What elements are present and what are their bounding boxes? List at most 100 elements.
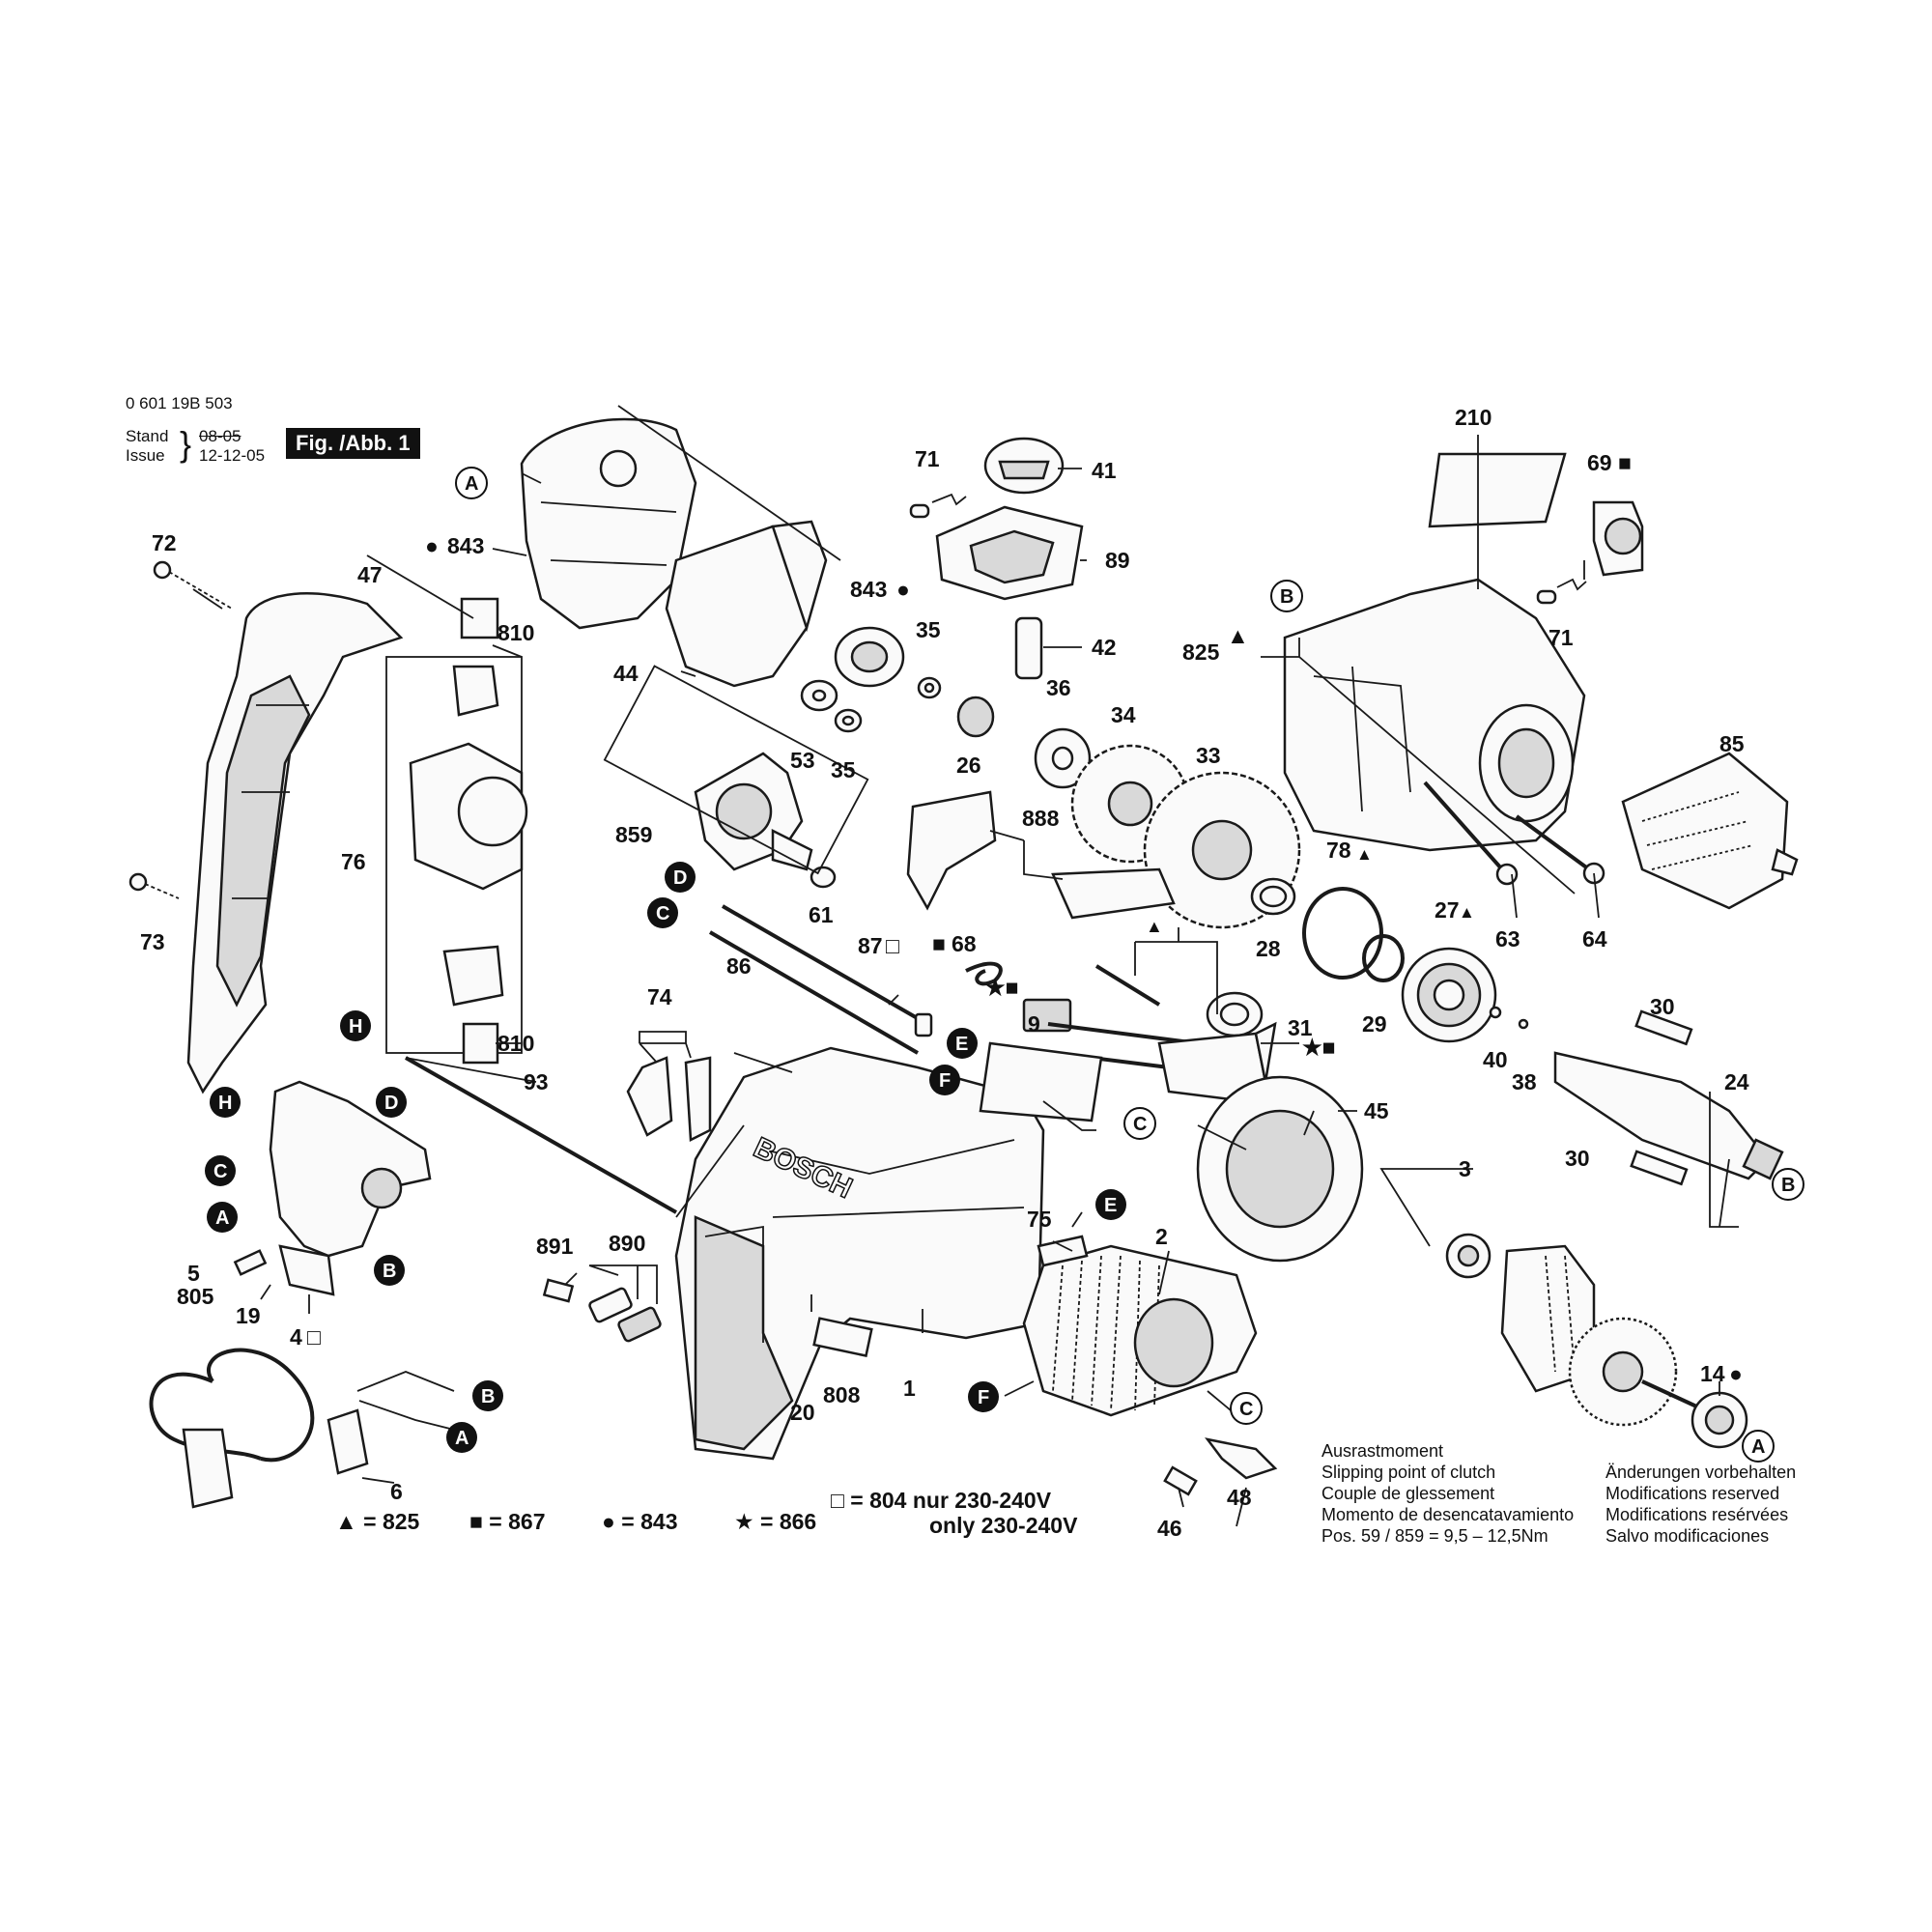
connector-markers: A B D C E F H H	[205, 467, 1804, 1463]
ring-31	[1206, 991, 1264, 1037]
svg-text:B: B	[383, 1261, 396, 1282]
clutch-note-line: Couple de glessement	[1321, 1484, 1495, 1503]
pad-30-lower	[1630, 1150, 1689, 1186]
circlip-29	[1362, 934, 1405, 982]
part-label-86: 86	[726, 953, 752, 979]
svg-text:H: H	[349, 1016, 362, 1037]
square-outline-4: □	[307, 1324, 321, 1350]
modifications-note-line: Änderungen vorbehalten	[1605, 1463, 1797, 1482]
front-housing-825	[1283, 578, 1586, 852]
part-label-6: 6	[390, 1479, 403, 1504]
spindle-24	[1553, 1051, 1784, 1180]
gearbox-cover-44	[665, 520, 828, 688]
part-label-28: 28	[1256, 936, 1281, 961]
handle-part	[186, 592, 404, 1094]
connector-A-housing: A	[455, 467, 488, 499]
label-210	[1428, 452, 1567, 528]
clutch-note-line: Slipping point of clutch	[1321, 1463, 1496, 1482]
part-label-44: 44	[613, 661, 639, 686]
circle-symbol-843-lower: ●	[896, 577, 910, 602]
part-label-33: 33	[1196, 743, 1221, 768]
part-label-61: 61	[809, 902, 834, 927]
part-labels: 1 2 3 4 5 6 9 14 19 20 24 26 27 28 29 30…	[140, 405, 1749, 1541]
part-label-20: 20	[790, 1400, 815, 1425]
part-label-35-upper: 35	[916, 617, 941, 642]
part-label-75: 75	[1027, 1207, 1052, 1232]
label-808	[812, 1317, 873, 1357]
triangle-symbol-78: ▲	[1356, 845, 1373, 864]
part-label-2: 2	[1155, 1224, 1168, 1249]
brush-holder-75	[1037, 1235, 1089, 1267]
clutch-note-line: Momento de desencatavamiento	[1321, 1505, 1575, 1524]
part-label-42: 42	[1092, 635, 1117, 660]
part-label-40: 40	[1483, 1047, 1508, 1072]
electronic-switch-4	[269, 1080, 432, 1296]
part-label-76: 76	[341, 849, 366, 874]
header-part-number: 0 601 19B 503	[126, 394, 233, 412]
star-symbol-slider: ★■	[985, 975, 1019, 1000]
part-label-30-upper: 30	[1650, 994, 1675, 1019]
part-label-93: 93	[524, 1069, 549, 1094]
knob-69	[1592, 500, 1644, 577]
selector-frame-89	[935, 505, 1084, 601]
connector-E-cable: E	[947, 1028, 978, 1059]
washer-35a	[834, 708, 863, 733]
bolt-64	[1515, 814, 1605, 885]
fan-baffle-45	[1196, 1075, 1364, 1263]
washer-61	[810, 866, 837, 889]
part-label-72: 72	[152, 530, 177, 555]
circle-symbol-14: ●	[1729, 1361, 1743, 1386]
svg-text:E: E	[955, 1034, 968, 1055]
leader-lines	[192, 405, 1739, 1527]
clip-87	[914, 1012, 933, 1037]
svg-text:B: B	[1781, 1175, 1795, 1196]
legend-text-866: = 866	[760, 1509, 817, 1534]
screw-19	[233, 1249, 268, 1276]
part-label-805: 805	[177, 1284, 214, 1309]
screw-46	[1163, 1465, 1198, 1496]
selector-knob-41	[983, 437, 1065, 495]
chuck-85	[1621, 752, 1799, 910]
svg-text:D: D	[384, 1093, 398, 1114]
connector-B-cable: B	[472, 1380, 503, 1411]
part-label-27: 27	[1435, 897, 1460, 923]
svg-text:D: D	[673, 867, 687, 889]
part-label-47: 47	[357, 562, 383, 587]
part-label-31: 31	[1288, 1015, 1313, 1040]
connector-C-baffle: C	[1123, 1107, 1156, 1140]
legend-symbol-square: ■	[469, 1509, 483, 1534]
modifications-note-line: Modifications resérvées	[1605, 1505, 1789, 1524]
square-outline-87: □	[886, 933, 899, 958]
legend-symbol-triangle: ▲	[335, 1509, 357, 1534]
svg-text:F: F	[939, 1070, 951, 1092]
svg-text:B: B	[1280, 586, 1293, 608]
part-label-35-lower: 35	[831, 757, 856, 782]
spring-pin-71-left	[909, 493, 967, 519]
shaft-859-outline	[603, 665, 869, 875]
legend-843: ● = 843	[602, 1509, 678, 1535]
part-label-69: 69	[1587, 450, 1612, 475]
label-9	[979, 1041, 1103, 1122]
part-label-36: 36	[1046, 675, 1071, 700]
modifications-note-line: Salvo modificaciones	[1605, 1526, 1770, 1546]
washer-53	[800, 679, 838, 712]
svg-text:C: C	[1239, 1399, 1253, 1420]
connector-B-front-housing: B	[1270, 580, 1303, 612]
spring-68	[965, 961, 1003, 986]
part-label-810-upper: 810	[497, 620, 534, 645]
part-label-53: 53	[790, 748, 815, 773]
pad-30-upper	[1634, 1009, 1693, 1046]
ball-bearing-27	[1401, 947, 1497, 1043]
bearing-14	[1690, 1391, 1748, 1449]
part-label-74: 74	[647, 984, 672, 1009]
part-label-888: 888	[1022, 806, 1060, 831]
svg-text:A: A	[455, 1428, 469, 1449]
connector-B-switch: B	[374, 1255, 405, 1286]
voltage-note-line1: □ = 804 nur 230-240V	[831, 1488, 1052, 1513]
legend-867: ■ = 867	[469, 1509, 546, 1535]
bracket-48	[1205, 1437, 1278, 1480]
part-label-825: 825	[1182, 639, 1220, 665]
connector-H-cable: H	[340, 1010, 371, 1041]
part-label-89: 89	[1105, 548, 1130, 573]
part-label-19: 19	[236, 1303, 261, 1328]
